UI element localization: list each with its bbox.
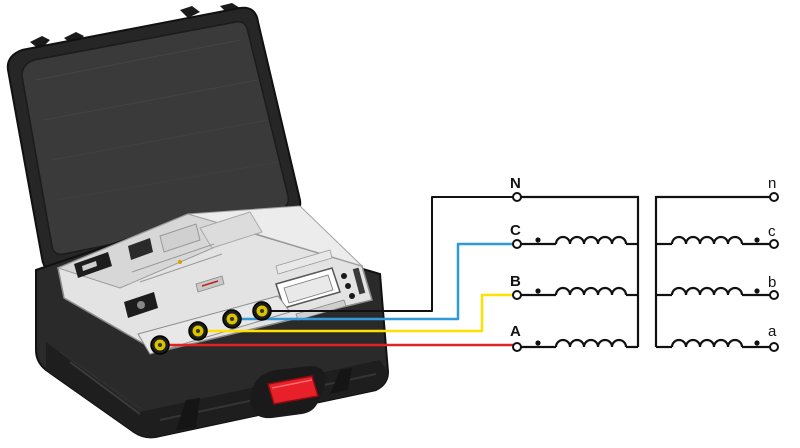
label-primary-C: C: [510, 222, 521, 239]
terminal-A[interactable]: [512, 342, 522, 352]
terminal-c[interactable]: [769, 239, 779, 249]
label-primary-A: A: [510, 323, 521, 340]
transformer-icon: [520, 195, 770, 349]
test-leads: [158, 196, 516, 347]
terminal-N[interactable]: [512, 192, 522, 202]
socket-b[interactable]: [188, 321, 208, 341]
terminal-C[interactable]: [512, 239, 522, 249]
test-instrument-icon: [6, 3, 390, 439]
label-secondary-c: c: [768, 223, 776, 240]
terminal-b[interactable]: [769, 290, 779, 300]
secondary-winding-c: [656, 235, 770, 246]
primary-winding-a: [520, 338, 638, 349]
polarity-dots: [535, 237, 760, 346]
label-secondary-a: a: [768, 323, 777, 340]
primary-neutral-bus: [520, 195, 640, 347]
terminal-B[interactable]: [512, 290, 522, 300]
label-primary-N: N: [510, 175, 521, 192]
lead-neutral: [261, 196, 515, 312]
terminal-n[interactable]: [769, 192, 779, 202]
secondary-terminals: [769, 192, 779, 352]
socket-a[interactable]: [150, 335, 170, 355]
secondary-neutral-bus: [654, 195, 770, 347]
primary-winding-b: [520, 286, 638, 297]
lead-phase-b: [196, 293, 516, 333]
terminal-a[interactable]: [769, 342, 779, 352]
socket-n[interactable]: [252, 301, 272, 321]
instrument-sockets: [150, 301, 272, 355]
socket-c[interactable]: [222, 309, 242, 329]
primary-winding-c: [520, 235, 638, 246]
primary-terminals: [512, 192, 522, 352]
secondary-labels: n c b a: [768, 175, 777, 340]
lead-phase-c: [230, 242, 516, 321]
primary-labels: N C B A: [510, 175, 521, 340]
label-secondary-b: b: [768, 274, 776, 291]
secondary-winding-b: [656, 286, 770, 297]
label-primary-B: B: [510, 273, 521, 290]
label-secondary-n: n: [768, 175, 776, 192]
secondary-winding-a: [656, 338, 770, 349]
